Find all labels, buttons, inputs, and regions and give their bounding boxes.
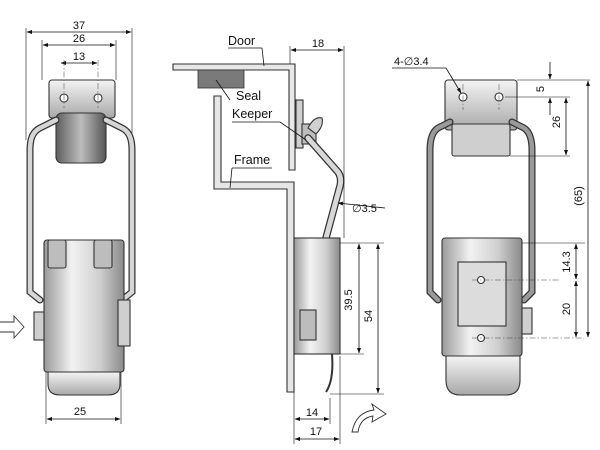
side-view: Door Seal Keeper Frame 18 ∅3.5 39.5 54 1… — [172, 34, 387, 444]
dim-offset: 18 — [312, 38, 324, 50]
label-frame: Frame — [234, 153, 270, 167]
label-keeper: Keeper — [232, 107, 272, 121]
front-wire-left — [27, 117, 59, 303]
dim-height-long: 54 — [363, 310, 375, 322]
side-keeper-tab — [307, 117, 323, 135]
side-lever-tail — [325, 353, 334, 393]
dim-lower: 20 — [561, 303, 573, 315]
dim-wire-diameter: ∅3.5 — [352, 203, 377, 215]
back-keeper-plate — [444, 79, 518, 131]
dim-height-short: 39.5 — [343, 289, 355, 310]
back-view: 4-∅3.4 5 26 (65) 14.3 20 — [392, 56, 590, 396]
front-lever-tip — [47, 371, 121, 396]
dim-keeper-height: 26 — [551, 116, 563, 128]
label-door: Door — [228, 34, 255, 48]
dim-overall-width: 37 — [73, 20, 85, 32]
dim-top: 5 — [535, 86, 547, 92]
back-wire-right — [509, 119, 535, 303]
dim-hole-spacing: 13 — [73, 51, 85, 63]
back-side-lock — [521, 307, 533, 335]
side-seal — [197, 69, 245, 89]
front-side-lock — [117, 299, 131, 347]
label-seal: Seal — [236, 89, 261, 103]
dim-base-b: 17 — [310, 426, 322, 438]
side-lock-knob — [299, 309, 317, 341]
side-door-panel — [172, 63, 296, 171]
front-side-tab — [33, 311, 45, 341]
leader-frame — [229, 167, 233, 189]
front-view: 37 26 13 25 — [0, 20, 136, 424]
dim-line-wire — [337, 201, 386, 209]
dim-holes: 4-∅3.4 — [394, 56, 429, 68]
open-arrow-icon — [0, 314, 25, 340]
dim-plate-width: 26 — [73, 33, 85, 45]
front-roller — [55, 112, 107, 164]
dim-mid: 14.3 — [561, 251, 573, 272]
leader-keeper — [279, 121, 307, 141]
back-lever-tip — [445, 355, 521, 396]
front-hinge-knuckle-right — [93, 239, 113, 269]
leader-seal — [215, 79, 231, 101]
back-wire-left — [427, 119, 453, 303]
side-frame — [213, 95, 295, 393]
rotate-arrow-icon — [351, 402, 387, 433]
front-keeper-plate — [48, 79, 116, 119]
leader-holes — [445, 67, 462, 94]
side-wire — [305, 135, 344, 293]
front-wire-right — [103, 117, 135, 303]
back-keeper-hook — [451, 123, 511, 157]
front-hinge-knuckle-left — [47, 239, 67, 269]
leader-door — [261, 47, 265, 67]
dim-base-a: 14 — [306, 407, 318, 419]
dim-total: (65) — [573, 186, 585, 206]
back-base-window — [457, 261, 507, 327]
dim-bottom-width: 25 — [74, 406, 86, 418]
